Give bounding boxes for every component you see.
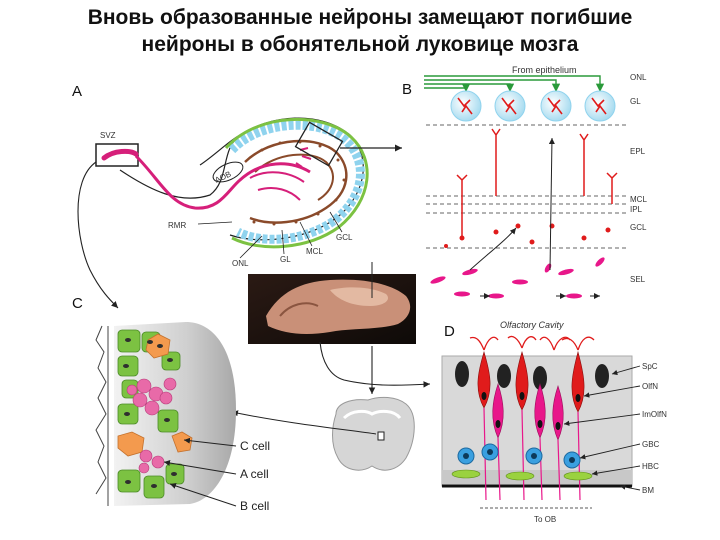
layer-gl: GL [630,97,641,106]
layer-sel: SEL [630,275,646,284]
aob-label: AOB [213,170,232,185]
gl-label: GL [280,255,291,264]
layer-labels: ONL GL EPL MCL IPL GCL SEL [630,73,647,284]
glomeruli [451,91,615,121]
mcl-label: MCL [306,247,323,256]
coronal-section [232,397,414,470]
brain-photo [248,262,430,394]
panel-d: D Olfactory Cavity [442,320,667,524]
layer-ipl: IPL [630,205,643,214]
epl-neurons [457,129,617,236]
layer-onl: ONL [630,73,647,82]
ependymal-lining [96,326,108,506]
sel-migrating-cells [430,256,606,299]
panel-d-letter: D [444,323,455,340]
d-layer-bm: BM [642,486,654,495]
from-epithelium-label: From epithelium [512,65,577,75]
rmr-leader [198,222,232,224]
layer-mcl: MCL [630,195,647,204]
incoming-axons [424,76,600,92]
b-cell-label: B cell [240,499,269,513]
layer-gcl: GCL [630,223,647,232]
a-cell-label: A cell [240,467,269,481]
panel-b: B From epithelium [402,65,647,299]
panel-a-letter: A [72,83,82,100]
layer-boundaries [426,125,626,248]
to-ob-label: To OB [534,515,556,524]
d-layer-olfn: OlfN [642,382,658,391]
d-layer-hbc: HBC [642,462,659,471]
rms-branch-2 [258,188,300,200]
arrow-photo-to-d [320,342,430,385]
layer-epl: EPL [630,147,646,156]
d-layer-gbc: GBC [642,440,660,449]
rmr-label: RMR [168,221,186,230]
arrow-svz-to-c [78,162,118,308]
cilia [470,336,594,350]
svz-region [104,151,136,158]
c-cell-label: C cell [240,439,270,453]
mcl-brown-layer [245,141,346,223]
d-layer-spc: SpC [642,362,658,371]
gcl-label: GCL [336,233,353,242]
d-layer-imolfn: ImOlfN [642,410,667,419]
panel-c-letter: C [72,295,83,312]
granule-cells [444,224,611,249]
svz-box [96,144,138,166]
panel-b-letter: B [402,81,412,98]
panel-c: C [72,295,270,513]
onl-label: ONL [232,259,249,268]
olfactory-cavity-label: Olfactory Cavity [500,320,564,330]
sel-arrows [470,138,600,296]
svz-label: SVZ [100,131,116,140]
rms-branch-1 [250,172,304,182]
